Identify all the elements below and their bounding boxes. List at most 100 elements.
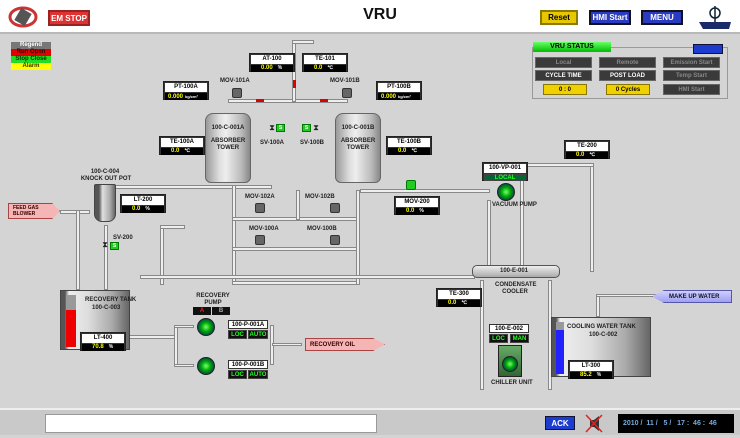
chiller-unit-icon[interactable] (498, 345, 522, 377)
knockout-pot[interactable] (94, 184, 116, 222)
mov-102b-label: MOV-102B (305, 194, 335, 200)
pipe (596, 294, 658, 297)
status-hmi-start-button[interactable]: HMI Start (663, 84, 720, 95)
recovery-tank-level-bar (66, 295, 76, 347)
lt-200-name: LT-200 (122, 196, 164, 205)
tower-b-name: ABSORBER TOWER (340, 138, 376, 151)
status-post-load-button[interactable]: POST LOAD (599, 70, 656, 81)
pipe (520, 163, 594, 167)
menu-button[interactable]: MENU (641, 10, 683, 25)
te-100b-reading: 0.0 (398, 148, 407, 154)
tosco-logo (695, 4, 733, 32)
te-300-indicator[interactable]: TE-300 0.0℃ (436, 288, 482, 307)
pipe (480, 280, 484, 390)
status-cycle-time-button[interactable]: CYCLE TIME (535, 70, 592, 81)
mov-100b-valve[interactable] (330, 235, 340, 245)
mov-101a-valve[interactable] (232, 88, 242, 98)
sv-100b-status: S (302, 124, 311, 132)
pipe (272, 343, 302, 346)
te-101-indicator[interactable]: TE-101 0.0℃ (302, 53, 348, 72)
lt-400-indicator[interactable]: LT-400 70.8% (80, 332, 126, 351)
em-stop-button[interactable]: EM STOP (48, 10, 90, 26)
alarm-message-field[interactable] (45, 414, 377, 433)
pump-b-select[interactable]: B (212, 307, 230, 315)
pt-100a-reading: 0.000 (168, 94, 184, 100)
make-up-water[interactable]: MAKE UP WATER (652, 290, 732, 303)
e-002-loc[interactable]: LOC (489, 334, 508, 343)
unit: % (145, 206, 150, 212)
p-001a-loc[interactable]: LOC (228, 330, 247, 339)
sv-100b-label: SV-100B (300, 140, 325, 146)
e-002-man[interactable]: MAN (510, 334, 529, 343)
at-100-indicator[interactable]: AT-100 0.00% (249, 53, 295, 72)
pipe (228, 99, 348, 103)
lt-200-indicator[interactable]: LT-200 0.0% (120, 194, 166, 213)
mov-200-indicator[interactable]: MOV-200 0.0% (394, 196, 440, 215)
company-logo (8, 6, 38, 28)
unit: kg/cm² (398, 94, 411, 99)
mov-101a-label: MOV-101A (220, 78, 250, 84)
mov-102a-label: MOV-102A (245, 194, 275, 200)
te-101-reading: 0.0 (314, 65, 323, 71)
te-200-indicator[interactable]: TE-200 0.0℃ (564, 140, 610, 159)
te-200-reading: 0.0 (576, 152, 585, 158)
mute-icon[interactable] (585, 414, 603, 433)
cooling-tank-level-fill (556, 329, 564, 374)
flow-arrow-icon (320, 99, 328, 102)
pipe (104, 225, 108, 290)
mov-100a-label: MOV-100A (249, 226, 279, 232)
legend-title: Regend (11, 42, 51, 49)
status-temp-start-button[interactable]: Temp Start (663, 70, 720, 81)
pipe (596, 295, 600, 317)
mov-100a-valve[interactable] (255, 235, 265, 245)
pipe (76, 210, 80, 290)
mov-102b-valve[interactable] (330, 203, 340, 213)
reset-button[interactable]: Reset (540, 10, 578, 25)
ack-button[interactable]: ACK (545, 416, 575, 430)
te-100b-indicator[interactable]: TE-100B 0.0℃ (386, 136, 432, 155)
feed-gas-blower[interactable]: FEED GAS BLOWER (8, 203, 60, 219)
recovery-pump-b-icon[interactable] (197, 357, 215, 375)
lt-300-name: LT-300 (570, 362, 612, 371)
status-local-button[interactable]: Local (535, 57, 592, 68)
mov-101b-label: MOV-101B (330, 78, 360, 84)
status-emission-start-button[interactable]: Emission Start (663, 57, 720, 68)
mov-200-valve[interactable] (406, 180, 416, 190)
te-100a-indicator[interactable]: TE-100A 0.0℃ (159, 136, 205, 155)
vp-001-mode: LOCAL (484, 174, 526, 181)
te-200-name: TE-200 (566, 142, 608, 151)
mov-200-value: 0.0% (396, 208, 438, 215)
vp-001-status[interactable]: 100-VP-001 LOCAL (482, 162, 528, 181)
te-101-name: TE-101 (304, 55, 346, 64)
sv-200-status: S (110, 242, 119, 250)
p-001b-auto[interactable]: AUTO (248, 370, 268, 379)
mov-200-reading: 0.0 (406, 208, 415, 214)
hmi-start-button[interactable]: HMI Start (589, 10, 631, 25)
absorber-tower-a[interactable] (205, 113, 251, 183)
mov-101b-valve[interactable] (342, 88, 352, 98)
condensate-cooler[interactable] (472, 265, 560, 278)
te-100a-reading: 0.0 (171, 148, 180, 154)
vacuum-pump-icon[interactable] (497, 183, 515, 201)
at-100-value: 0.00% (251, 65, 293, 72)
vacuum-pump-label: VACUUM PUMP (492, 202, 537, 208)
sv-200-label: SV-200 (113, 235, 133, 241)
unit: kg/cm² (185, 94, 198, 99)
recovery-oil[interactable]: RECOVERY OIL (305, 338, 385, 351)
p-001a-auto[interactable]: AUTO (248, 330, 268, 339)
sv-200-valve[interactable]: ⧗ (102, 240, 108, 249)
pump-a-select[interactable]: A (193, 307, 211, 315)
pipe (590, 165, 594, 272)
knockout-pot-id: 100-C-004 (90, 169, 120, 175)
p-001b-loc[interactable]: LOC (228, 370, 247, 379)
absorber-tower-b[interactable] (335, 113, 381, 183)
recovery-pump-a-icon[interactable] (197, 318, 215, 336)
status-remote-button[interactable]: Remote (599, 57, 656, 68)
lt-300-indicator[interactable]: LT-300 85.2% (568, 360, 614, 379)
mov-102a-valve[interactable] (255, 203, 265, 213)
sv-100a-valve[interactable]: ⧗ (269, 123, 275, 132)
sv-100b-valve[interactable]: ⧗ (313, 123, 319, 132)
